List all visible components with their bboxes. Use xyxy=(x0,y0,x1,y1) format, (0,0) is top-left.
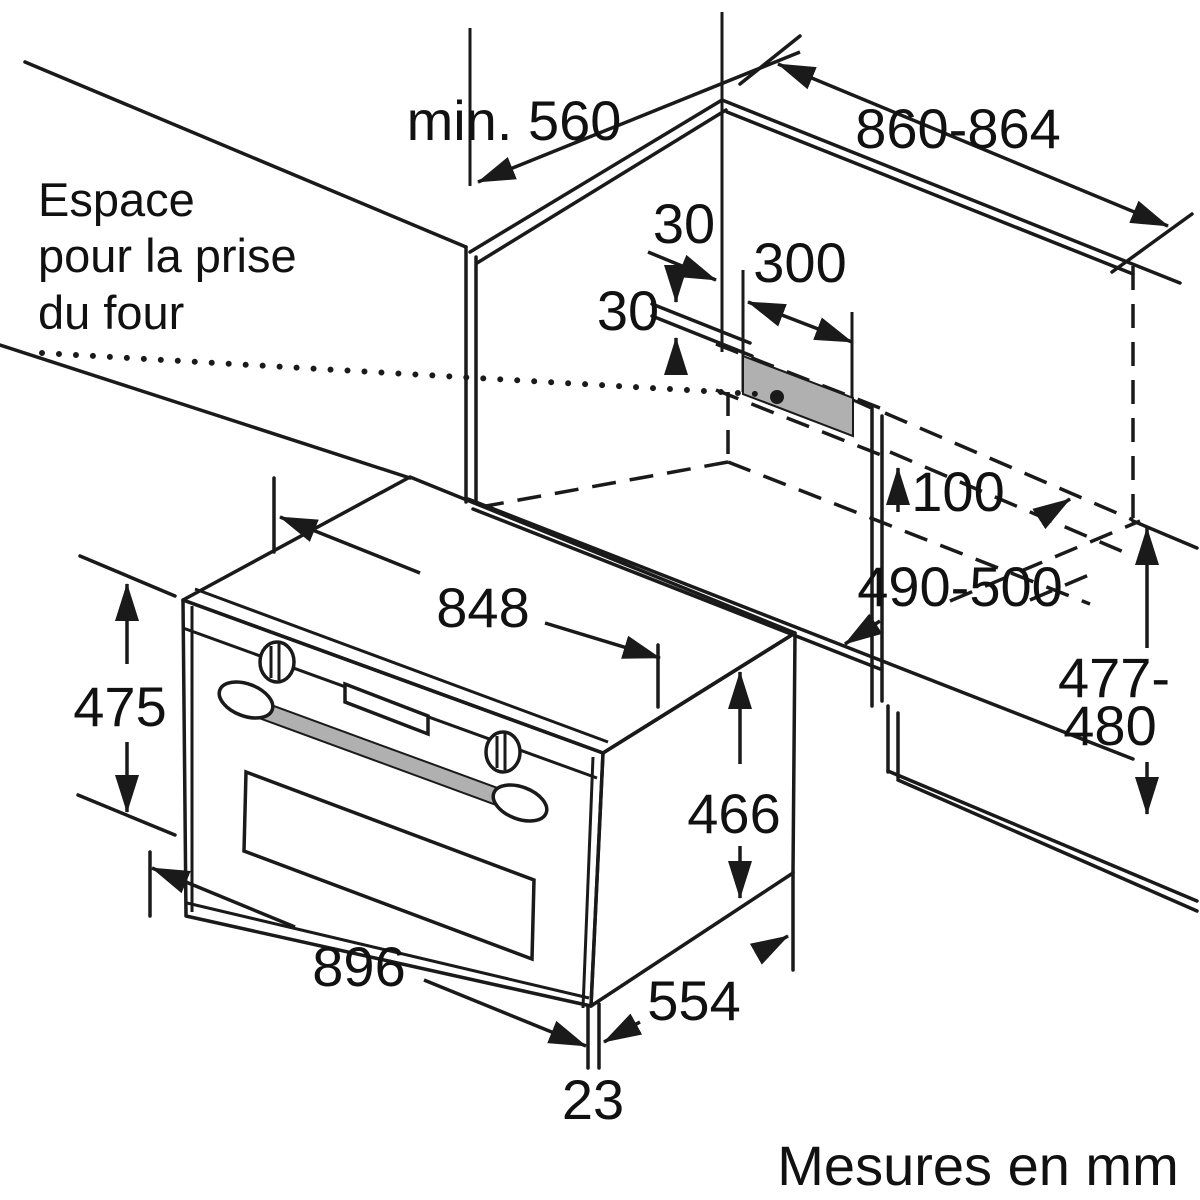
dim-gap30-lower-label: 30 xyxy=(597,279,659,342)
oven-drawing xyxy=(181,475,797,1009)
dim-gap30-upper-label: 30 xyxy=(653,192,715,255)
plug-annotation-line2: pour la prise xyxy=(38,229,297,282)
plug-annotation-line1: Espace xyxy=(38,173,195,226)
plug-leader-dotted-line xyxy=(39,350,759,397)
dim-niche-height-label-2: 480 xyxy=(1063,694,1156,757)
oven-knob-left xyxy=(258,640,296,684)
dim-niche-height-label-1: 477- xyxy=(1058,646,1170,709)
dim-niche-depth-label: min. 560 xyxy=(407,89,622,152)
dim-front-height-label: 475 xyxy=(73,675,166,738)
oven-plug-zone xyxy=(742,354,854,438)
oven-door-window xyxy=(242,769,536,962)
plug-annotation-line3: du four xyxy=(38,286,184,339)
dim-niche-width-label: 860-864 xyxy=(855,97,1061,160)
dim-depth-label: 554 xyxy=(647,969,740,1032)
dim-base-depth-label: 490-500 xyxy=(857,555,1063,618)
dim-door-overhang-label: 23 xyxy=(562,1068,624,1131)
dim-overall-width-label: 896 xyxy=(312,935,405,998)
oven-handle-endcap-right xyxy=(491,783,549,823)
oven-handle-endcap-left xyxy=(217,680,275,720)
dimension-lines xyxy=(76,34,1194,1070)
dim-plug-width-label: 300 xyxy=(753,231,846,294)
oven-display-slot xyxy=(343,681,430,737)
oven-knob-right xyxy=(484,730,522,774)
units-caption: Mesures en mm xyxy=(777,1134,1178,1197)
dim-plug-clearance-label: 100 xyxy=(911,460,1004,523)
labels: Espace pour la prise du four min. 560 86… xyxy=(38,89,1179,1197)
dim-body-width-label: 848 xyxy=(436,576,529,639)
dim-body-height-label: 466 xyxy=(687,782,780,845)
socket-dot xyxy=(770,390,784,404)
